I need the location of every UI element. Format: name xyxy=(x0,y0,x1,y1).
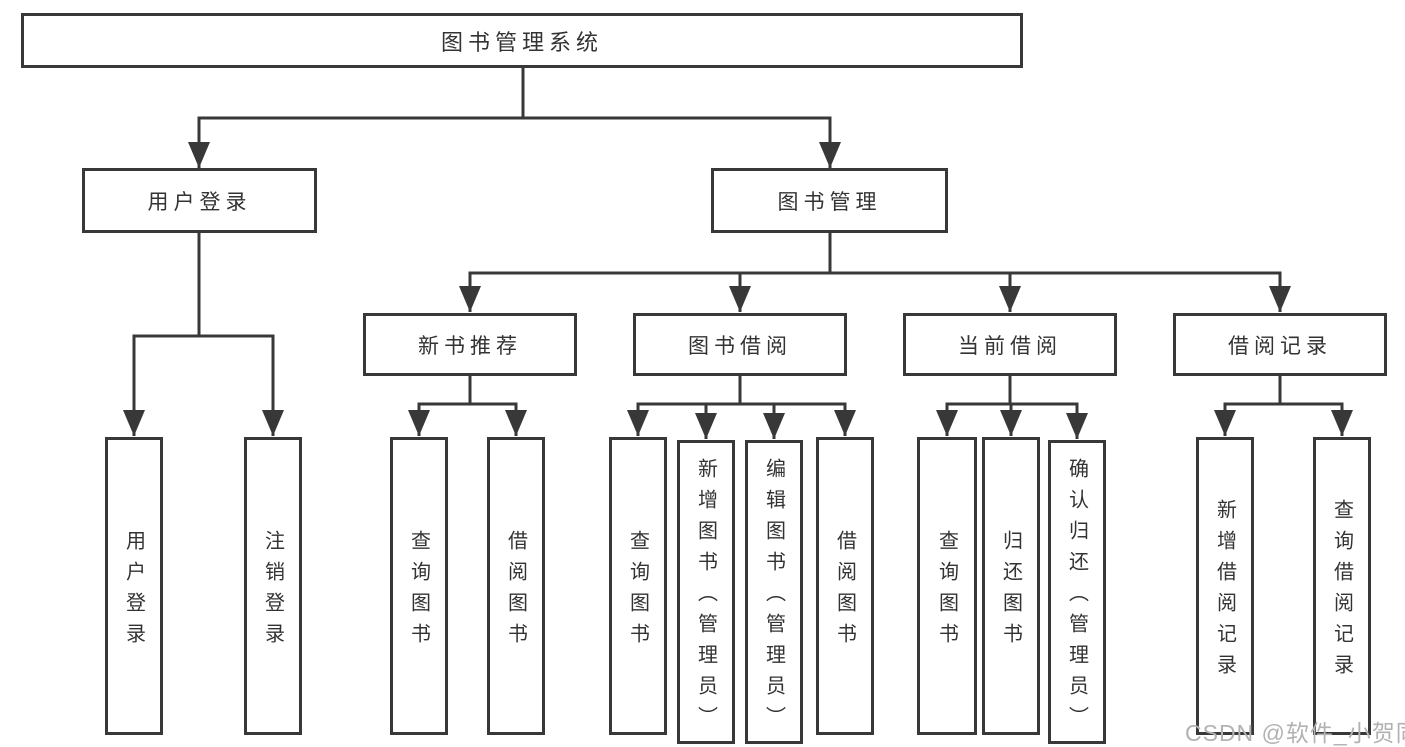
arrow-down-icon xyxy=(834,410,856,436)
leaf-confirm-return-admin: 确认归还（管理员） xyxy=(1048,440,1106,744)
arrow-down-icon xyxy=(505,410,527,436)
leaf-borrow-books-recommend: 借阅图书 xyxy=(487,437,545,735)
node-book-borrowing: 图书借阅 xyxy=(633,313,847,376)
arrow-down-icon xyxy=(123,410,145,436)
arrow-down-icon xyxy=(188,142,210,168)
connector-userlogin-to-leaves xyxy=(132,233,275,436)
leaf-label: 新增图书（管理员） xyxy=(694,458,717,737)
arrow-down-icon xyxy=(819,142,841,168)
leaf-label: 查询图书 xyxy=(935,529,958,654)
node-new-book-recommend: 新书推荐 xyxy=(363,313,577,376)
leaf-label: 注销登录 xyxy=(261,529,284,654)
arrow-down-icon xyxy=(408,410,430,436)
arrow-down-icon xyxy=(459,286,481,312)
arrow-down-icon xyxy=(262,410,284,436)
leaf-query-books-borrow: 查询图书 xyxy=(609,437,667,735)
leaf-add-books-admin: 新增图书（管理员） xyxy=(677,440,735,744)
leaf-label: 借阅图书 xyxy=(833,529,856,654)
leaf-query-borrow-record: 查询借阅记录 xyxy=(1313,437,1371,735)
connector-paths xyxy=(132,68,1344,439)
csdn-watermark: CSDN @软件_小贺同学 xyxy=(1185,720,1405,746)
node-current-borrowing: 当前借阅 xyxy=(903,313,1117,376)
node-user-login: 用户登录 xyxy=(82,168,317,233)
arrow-down-icon xyxy=(1214,410,1236,436)
leaf-label: 查询图书 xyxy=(626,529,649,654)
leaf-label: 新增借阅记录 xyxy=(1213,498,1236,685)
leaf-add-borrow-record: 新增借阅记录 xyxy=(1196,437,1254,735)
connector-recommend-to-leaves xyxy=(417,376,518,436)
leaf-label: 编辑图书（管理员） xyxy=(762,458,785,737)
leaf-label: 用户登录 xyxy=(122,529,145,654)
leaf-query-books-current: 查询图书 xyxy=(917,437,977,735)
leaf-borrow-books: 借阅图书 xyxy=(816,437,874,735)
leaf-label: 归还图书 xyxy=(999,529,1022,654)
leaf-label: 确认归还（管理员） xyxy=(1065,458,1088,737)
arrow-down-icon xyxy=(729,286,751,312)
arrow-down-icon xyxy=(1331,410,1353,436)
arrow-down-icon xyxy=(695,413,717,439)
connector-borrow-to-leaves xyxy=(636,376,847,439)
arrow-down-icon xyxy=(1269,286,1291,312)
arrow-down-icon xyxy=(627,410,649,436)
node-library-management-system: 图书管理系统 xyxy=(21,13,1023,68)
arrow-down-icon xyxy=(936,410,958,436)
leaf-label: 借阅图书 xyxy=(504,529,527,654)
connector-current-to-leaves xyxy=(945,376,1079,439)
connector-bookmgmt-to-level3 xyxy=(468,233,1282,312)
arrow-down-icon xyxy=(1000,410,1022,436)
leaf-label: 查询借阅记录 xyxy=(1330,498,1353,685)
arrow-down-icon xyxy=(999,286,1021,312)
node-book-management: 图书管理 xyxy=(711,168,948,233)
connector-root-to-level2 xyxy=(197,68,832,168)
leaf-edit-books-admin: 编辑图书（管理员） xyxy=(745,440,803,744)
arrow-down-icon xyxy=(763,413,785,439)
node-borrowing-records: 借阅记录 xyxy=(1173,313,1387,376)
leaf-return-books: 归还图书 xyxy=(982,437,1040,735)
leaf-label: 查询图书 xyxy=(407,529,430,654)
leaf-user-login: 用户登录 xyxy=(105,437,163,735)
leaf-query-books-recommend: 查询图书 xyxy=(390,437,448,735)
leaf-logout: 注销登录 xyxy=(244,437,302,735)
connector-records-to-leaves xyxy=(1223,376,1344,436)
arrow-down-icon xyxy=(1066,413,1088,439)
